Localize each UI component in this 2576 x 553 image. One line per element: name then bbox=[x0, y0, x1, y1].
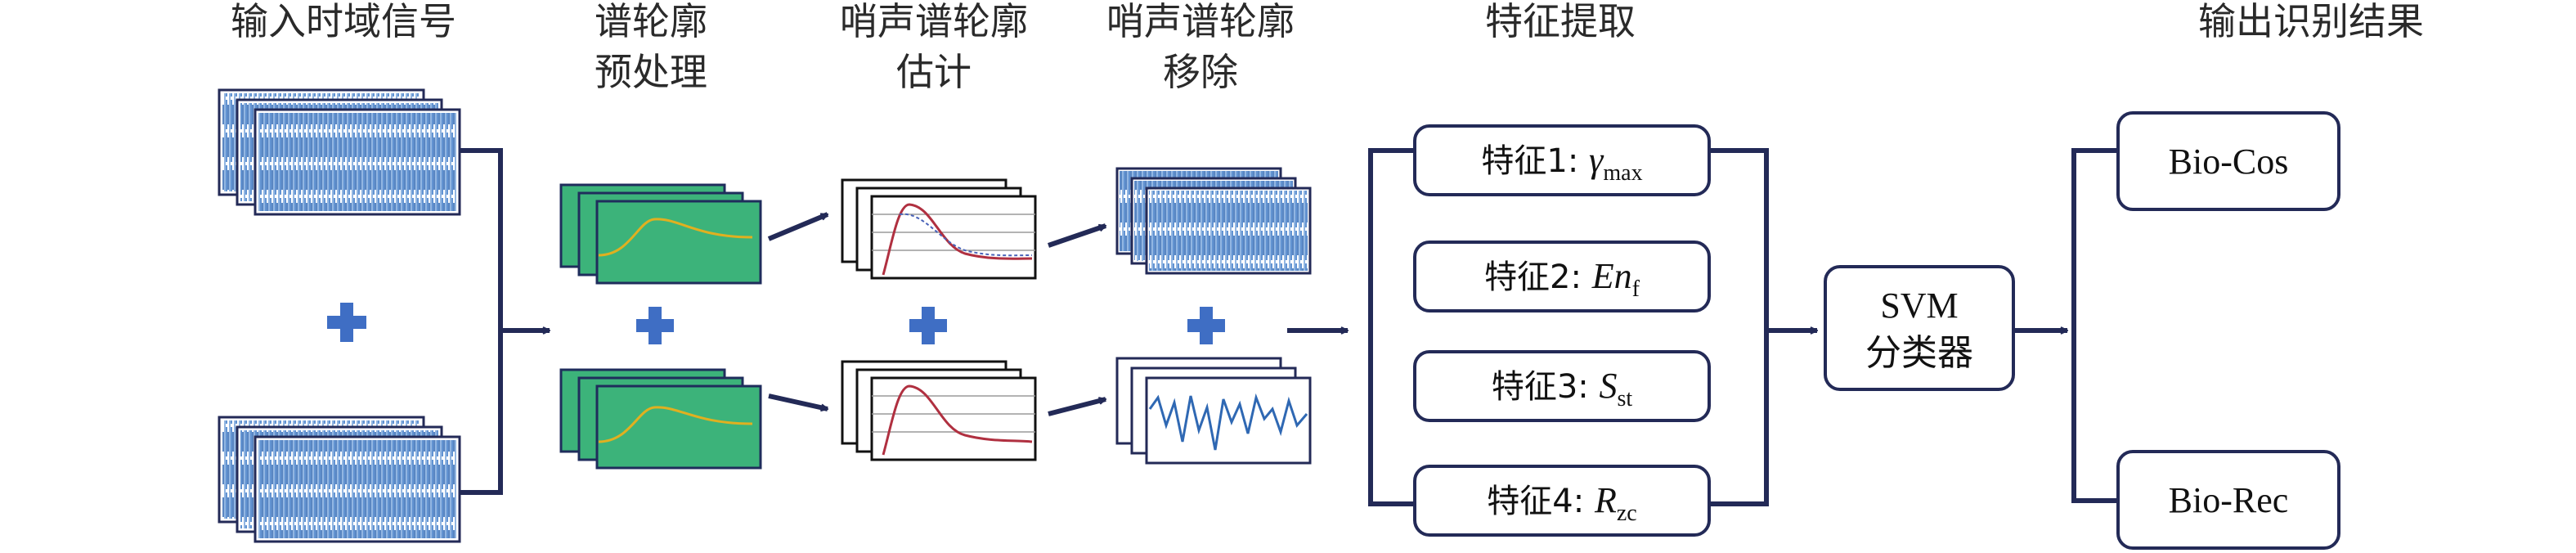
title-features: 特征提取 bbox=[1485, 0, 1636, 43]
svg-text:特征1: γmax: 特征1: γmax bbox=[1481, 140, 1642, 186]
feature-4-sub: zc bbox=[1617, 501, 1637, 526]
remove-panel-top bbox=[1115, 167, 1312, 275]
title-preprocess-line1: 谱轮廓 bbox=[595, 0, 707, 43]
svg-text:特征2: Enf: 特征2: Enf bbox=[1484, 256, 1640, 302]
feature-box-1: 特征1: γmax bbox=[1413, 124, 1711, 196]
svg-text:特征4: Rzc: 特征4: Rzc bbox=[1487, 480, 1636, 526]
arrow-preprocess-to-estimate-bottom bbox=[768, 393, 828, 409]
feature-2-prefix: 特征2: bbox=[1484, 259, 1592, 296]
plus-icon-input bbox=[327, 303, 366, 342]
input-merge-bracket bbox=[460, 148, 503, 495]
feature-1-prefix: 特征1: bbox=[1481, 142, 1589, 180]
feature-4-prefix: 特征4: bbox=[1487, 483, 1595, 520]
title-input: 输入时域信号 bbox=[231, 0, 456, 43]
feature-box-4: 特征4: Rzc bbox=[1413, 465, 1711, 537]
arrow-estimate-to-remove-bottom bbox=[1048, 397, 1106, 416]
input-signal-stack-top bbox=[218, 88, 461, 216]
output-bio-cos-label: Bio-Cos bbox=[2169, 142, 2289, 182]
title-remove-line1: 哨声谱轮廓 bbox=[1106, 0, 1295, 43]
feature-box-3: 特征3: Sst bbox=[1413, 350, 1711, 422]
feature-3-prefix: 特征3: bbox=[1492, 368, 1600, 406]
remove-panel-bottom bbox=[1115, 357, 1312, 465]
plus-icon-remove bbox=[1187, 307, 1225, 344]
title-preprocess-line2: 预处理 bbox=[595, 50, 707, 94]
plus-icon-preprocess bbox=[636, 307, 674, 344]
feature-box-2: 特征2: Enf bbox=[1413, 241, 1711, 312]
features-right-bracket bbox=[1709, 148, 1769, 506]
output-box-bio-cos: Bio-Cos bbox=[2116, 111, 2340, 211]
title-estimate-line1: 哨声谱轮廓 bbox=[840, 0, 1028, 43]
title-remove-line2: 移除 bbox=[1163, 50, 1238, 94]
features-left-bracket bbox=[1368, 148, 1415, 506]
svm-sublabel: 分类器 bbox=[1865, 332, 1973, 374]
output-bio-rec-label: Bio-Rec bbox=[2169, 480, 2289, 520]
feature-1-symbol: γ bbox=[1589, 140, 1604, 180]
arrow-preprocess-to-estimate-top bbox=[767, 212, 828, 241]
estimate-panel-bottom bbox=[841, 360, 1037, 461]
feature-4-symbol: R bbox=[1594, 480, 1617, 520]
input-signal-stack-bottom bbox=[218, 416, 461, 543]
feature-3-sub: st bbox=[1617, 386, 1632, 411]
preprocess-panel-top bbox=[559, 183, 762, 285]
output-bracket bbox=[2071, 148, 2118, 503]
feature-2-sub: f bbox=[1632, 276, 1640, 302]
svm-classifier-box: SVM 分类器 bbox=[1824, 265, 2015, 391]
preprocess-panel-bottom bbox=[559, 368, 762, 470]
estimate-panel-top bbox=[841, 178, 1037, 280]
output-box-bio-rec: Bio-Rec bbox=[2116, 450, 2340, 550]
svg-text:特征3: Sst: 特征3: Sst bbox=[1492, 366, 1633, 411]
arrow-estimate-to-remove-top bbox=[1048, 223, 1106, 248]
plus-icon-estimate bbox=[909, 307, 947, 344]
feature-2-symbol: En bbox=[1591, 256, 1632, 296]
title-output: 输出识别结果 bbox=[2198, 0, 2424, 43]
title-estimate-line2: 估计 bbox=[896, 50, 972, 94]
svm-label: SVM bbox=[1880, 285, 1958, 326]
feature-1-sub: max bbox=[1603, 160, 1642, 186]
feature-3-symbol: S bbox=[1599, 366, 1617, 406]
